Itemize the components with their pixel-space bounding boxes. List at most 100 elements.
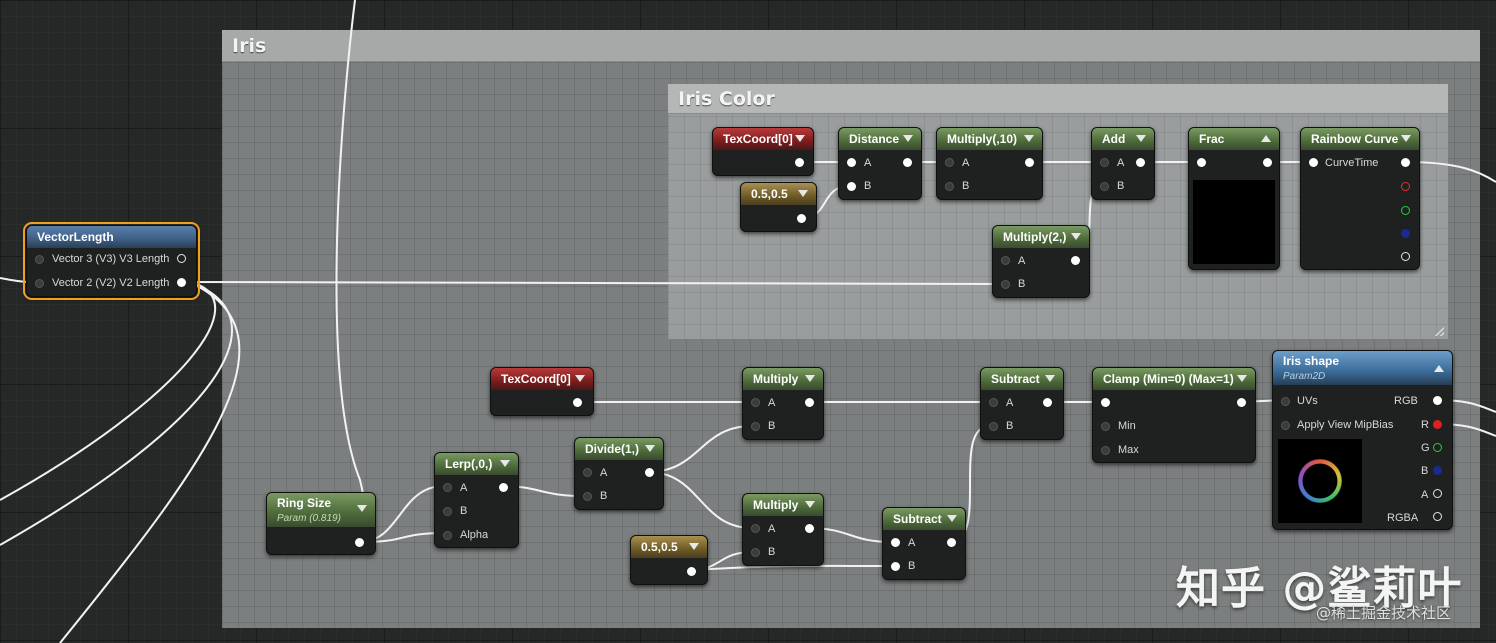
pin-rgb-output[interactable] bbox=[1433, 396, 1442, 405]
node-clamp[interactable]: Clamp (Min=0) (Max=1) Min Max bbox=[1092, 367, 1256, 463]
node-multiply-b[interactable]: Multiply A B bbox=[742, 493, 824, 566]
pin-mipbias-input[interactable] bbox=[1281, 421, 1290, 430]
node-add[interactable]: Add A B bbox=[1091, 127, 1155, 200]
resize-handle-icon[interactable] bbox=[1434, 326, 1444, 336]
node-rainbow-curve[interactable]: Rainbow Curve CurveTime bbox=[1300, 127, 1420, 270]
node-multiply-10[interactable]: Multiply(,10) A B bbox=[936, 127, 1043, 200]
pin-b-input[interactable] bbox=[847, 182, 856, 191]
pin-a-input[interactable] bbox=[1001, 256, 1010, 265]
chevron-down-icon[interactable] bbox=[500, 460, 510, 467]
node-distance[interactable]: Distance A B bbox=[838, 127, 922, 200]
pin-output[interactable] bbox=[687, 567, 696, 576]
pin-min-input[interactable] bbox=[1101, 422, 1110, 431]
node-multiply-2[interactable]: Multiply(2,) A B bbox=[992, 225, 1090, 298]
pin-output[interactable] bbox=[947, 538, 956, 547]
node-texcoord-top[interactable]: TexCoord[0] bbox=[712, 127, 814, 176]
chevron-down-icon[interactable] bbox=[1136, 135, 1146, 142]
pin-b-output[interactable] bbox=[1433, 466, 1442, 475]
pin-b-output[interactable] bbox=[1401, 229, 1410, 238]
pin-output[interactable] bbox=[1136, 158, 1145, 167]
pin-b-input[interactable] bbox=[891, 562, 900, 571]
chevron-down-icon[interactable] bbox=[1237, 375, 1247, 382]
pin-output[interactable] bbox=[1043, 398, 1052, 407]
pin-max-input[interactable] bbox=[1101, 446, 1110, 455]
pin-output[interactable] bbox=[797, 214, 806, 223]
pin-output[interactable] bbox=[805, 524, 814, 533]
node-frac[interactable]: Frac bbox=[1188, 127, 1280, 270]
node-subtract-b[interactable]: Subtract A B bbox=[882, 507, 966, 580]
pin-output[interactable] bbox=[1263, 158, 1272, 167]
chevron-down-icon[interactable] bbox=[1045, 375, 1055, 382]
pin-a-input[interactable] bbox=[989, 398, 998, 407]
comment-iris-color-title[interactable]: Iris Color bbox=[668, 84, 1448, 114]
pin-a-input[interactable] bbox=[945, 158, 954, 167]
pin-b-input[interactable] bbox=[583, 492, 592, 501]
pin-output[interactable] bbox=[645, 468, 654, 477]
pin-output[interactable] bbox=[903, 158, 912, 167]
node-multiply-a[interactable]: Multiply A B bbox=[742, 367, 824, 440]
pin-b-input[interactable] bbox=[443, 507, 452, 516]
chevron-up-icon[interactable] bbox=[1434, 365, 1444, 372]
chevron-down-icon[interactable] bbox=[805, 375, 815, 382]
pin-b-input[interactable] bbox=[1001, 280, 1010, 289]
pin-g-output[interactable] bbox=[1401, 206, 1410, 215]
chevron-down-icon[interactable] bbox=[645, 445, 655, 452]
node-constant-top[interactable]: 0.5,0.5 bbox=[740, 182, 817, 232]
chevron-down-icon[interactable] bbox=[795, 135, 805, 142]
pin-input[interactable] bbox=[1101, 398, 1110, 407]
pin-a-output[interactable] bbox=[1433, 489, 1442, 498]
pin-curvetime-input[interactable] bbox=[1309, 158, 1318, 167]
pin-b-input[interactable] bbox=[751, 548, 760, 557]
pin-a-output[interactable] bbox=[1401, 252, 1410, 261]
pin-v2-output[interactable] bbox=[177, 278, 186, 287]
comment-iris-title[interactable]: Iris bbox=[222, 30, 1480, 62]
pin-output[interactable] bbox=[1401, 158, 1410, 167]
pin-output[interactable] bbox=[499, 483, 508, 492]
pin-a-input[interactable] bbox=[443, 483, 452, 492]
pin-r-output[interactable] bbox=[1433, 420, 1442, 429]
chevron-down-icon[interactable] bbox=[1401, 135, 1411, 142]
pin-b-input[interactable] bbox=[1100, 182, 1109, 191]
pin-output[interactable] bbox=[795, 158, 804, 167]
node-texcoord-bottom[interactable]: TexCoord[0] bbox=[490, 367, 594, 416]
pin-b-input[interactable] bbox=[751, 422, 760, 431]
pin-a-input[interactable] bbox=[891, 538, 900, 547]
pin-output[interactable] bbox=[573, 398, 582, 407]
pin-a-input[interactable] bbox=[1100, 158, 1109, 167]
chevron-down-icon[interactable] bbox=[798, 190, 808, 197]
chevron-down-icon[interactable] bbox=[903, 135, 913, 142]
pin-v2-input[interactable] bbox=[35, 279, 44, 288]
chevron-down-icon[interactable] bbox=[575, 375, 585, 382]
pin-output[interactable] bbox=[805, 398, 814, 407]
pin-a-input[interactable] bbox=[751, 524, 760, 533]
chevron-down-icon[interactable] bbox=[1071, 233, 1081, 240]
node-ring-size[interactable]: Ring Size Param (0.819) bbox=[266, 492, 376, 555]
node-lerp[interactable]: Lerp(,0,) A B Alpha bbox=[434, 452, 519, 548]
node-subtract-a[interactable]: Subtract A B bbox=[980, 367, 1064, 440]
pin-a-input[interactable] bbox=[751, 398, 760, 407]
pin-input[interactable] bbox=[1197, 158, 1206, 167]
pin-v3-output[interactable] bbox=[177, 254, 186, 263]
pin-g-output[interactable] bbox=[1433, 443, 1442, 452]
node-vectorlength[interactable]: VectorLength Vector 3 (V3) V3 Length Vec… bbox=[23, 222, 200, 300]
pin-output[interactable] bbox=[1025, 158, 1034, 167]
chevron-down-icon[interactable] bbox=[805, 501, 815, 508]
chevron-down-icon[interactable] bbox=[947, 515, 957, 522]
pin-b-input[interactable] bbox=[945, 182, 954, 191]
pin-a-input[interactable] bbox=[847, 158, 856, 167]
pin-output[interactable] bbox=[1237, 398, 1246, 407]
chevron-down-icon[interactable] bbox=[1024, 135, 1034, 142]
pin-b-input[interactable] bbox=[989, 422, 998, 431]
pin-v3-input[interactable] bbox=[35, 255, 44, 264]
node-constant-bottom[interactable]: 0.5,0.5 bbox=[630, 535, 708, 585]
pin-uvs-input[interactable] bbox=[1281, 397, 1290, 406]
chevron-up-icon[interactable] bbox=[1261, 135, 1271, 142]
chevron-down-icon[interactable] bbox=[357, 505, 367, 512]
node-iris-shape[interactable]: Iris shape Param2D UVs Apply View MipBia… bbox=[1272, 350, 1453, 530]
pin-a-input[interactable] bbox=[583, 468, 592, 477]
pin-output[interactable] bbox=[1071, 256, 1080, 265]
pin-rgba-output[interactable] bbox=[1433, 512, 1442, 521]
pin-r-output[interactable] bbox=[1401, 182, 1410, 191]
node-divide[interactable]: Divide(1,) A B bbox=[574, 437, 664, 510]
pin-alpha-input[interactable] bbox=[443, 531, 452, 540]
